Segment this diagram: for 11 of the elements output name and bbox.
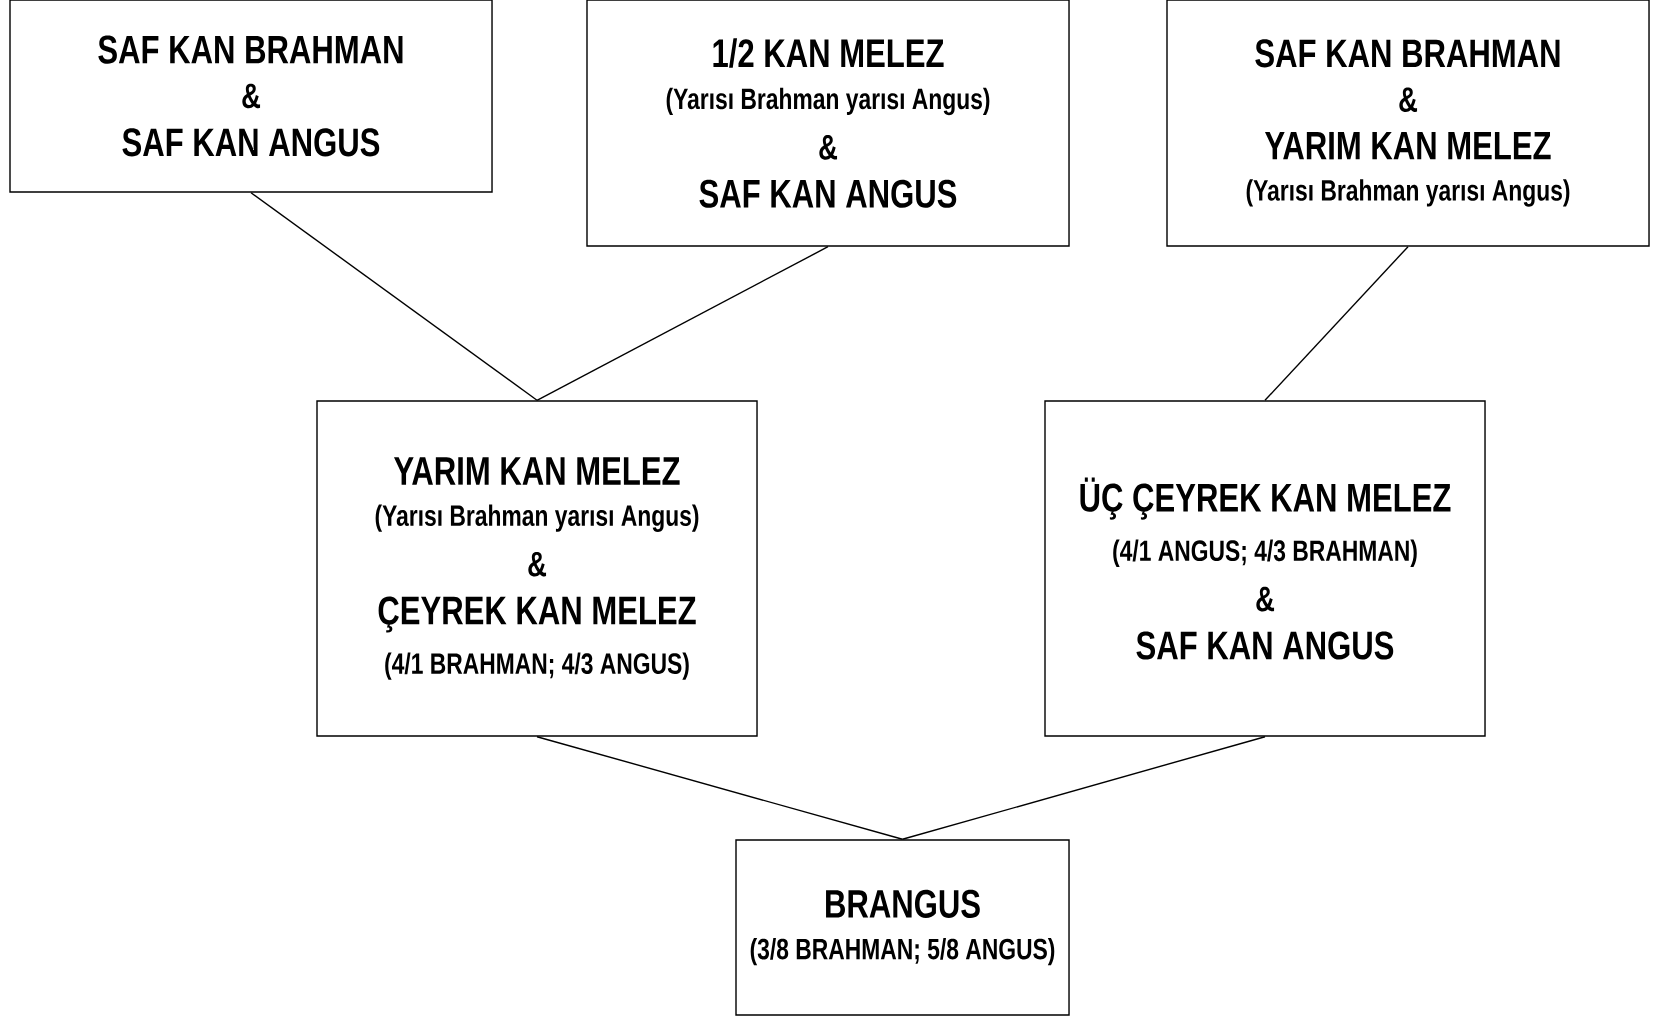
connector-line	[250, 192, 538, 401]
text-box: YARIM KAN MELEZ (Yarısı Brahman yarısı Angus) & ÇEYREK KAN MELEZ (4/1 BRAHMAN; 4/3 ANGUS)	[316, 400, 758, 737]
connector-line	[536, 246, 829, 401]
text-box: BRANGUS (3/8 BRAHMAN; 5/8 ANGUS)	[735, 839, 1070, 1016]
text-box: 1/2 KAN MELEZ (Yarısı Brahman yarısı Angus) & SAF KAN ANGUS	[586, 0, 1070, 247]
text-box: SAF KAN BRAHMAN & SAF KAN ANGUS	[9, 0, 493, 193]
connector-line	[536, 736, 904, 840]
connector-line	[1264, 246, 1409, 401]
connector-line	[901, 736, 1266, 840]
text-box: ÜÇ ÇEYREK KAN MELEZ (4/1 ANGUS; 4/3 BRAHMAN) & SAF KAN ANGUS	[1044, 400, 1486, 737]
text-box: SAF KAN BRAHMAN & YARIM KAN MELEZ (Yarısı Brahman yarısı Angus)	[1166, 0, 1650, 247]
